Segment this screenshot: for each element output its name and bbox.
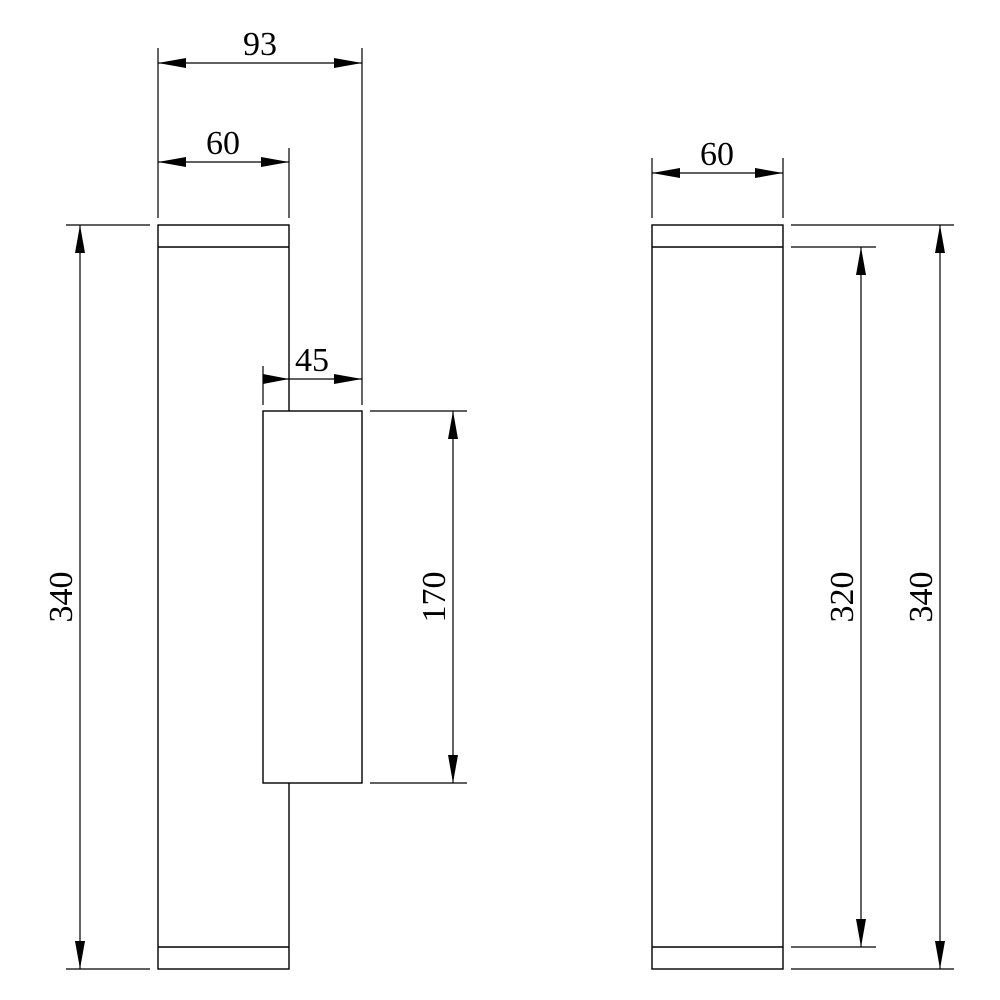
dimension-width-total: 93 — [157, 26, 363, 405]
dimension-320-label: 320 — [824, 572, 861, 623]
dimension-height-total-front: 340 — [791, 224, 954, 970]
side-lamp-box — [262, 410, 363, 784]
dimension-170-label: 170 — [416, 572, 453, 623]
dimension-height-lamp: 170 — [370, 410, 467, 784]
dimension-340-side-label: 340 — [43, 572, 80, 623]
dimension-height-inner: 320 — [791, 246, 876, 948]
dimension-width-body: 60 — [158, 125, 290, 218]
dimension-60-front-label: 60 — [700, 136, 734, 173]
dimension-depth-lamp: 45 — [262, 342, 362, 405]
front-body-outline — [651, 224, 784, 970]
dimension-height-total-side: 340 — [43, 224, 150, 970]
dimension-60-side-label: 60 — [206, 125, 240, 162]
dimension-340-front-label: 340 — [903, 572, 940, 623]
side-view — [157, 224, 363, 970]
front-view — [651, 224, 784, 970]
dimension-93-label: 93 — [243, 26, 277, 63]
dimension-45-label: 45 — [295, 342, 329, 379]
dimension-width-front: 60 — [651, 136, 784, 218]
